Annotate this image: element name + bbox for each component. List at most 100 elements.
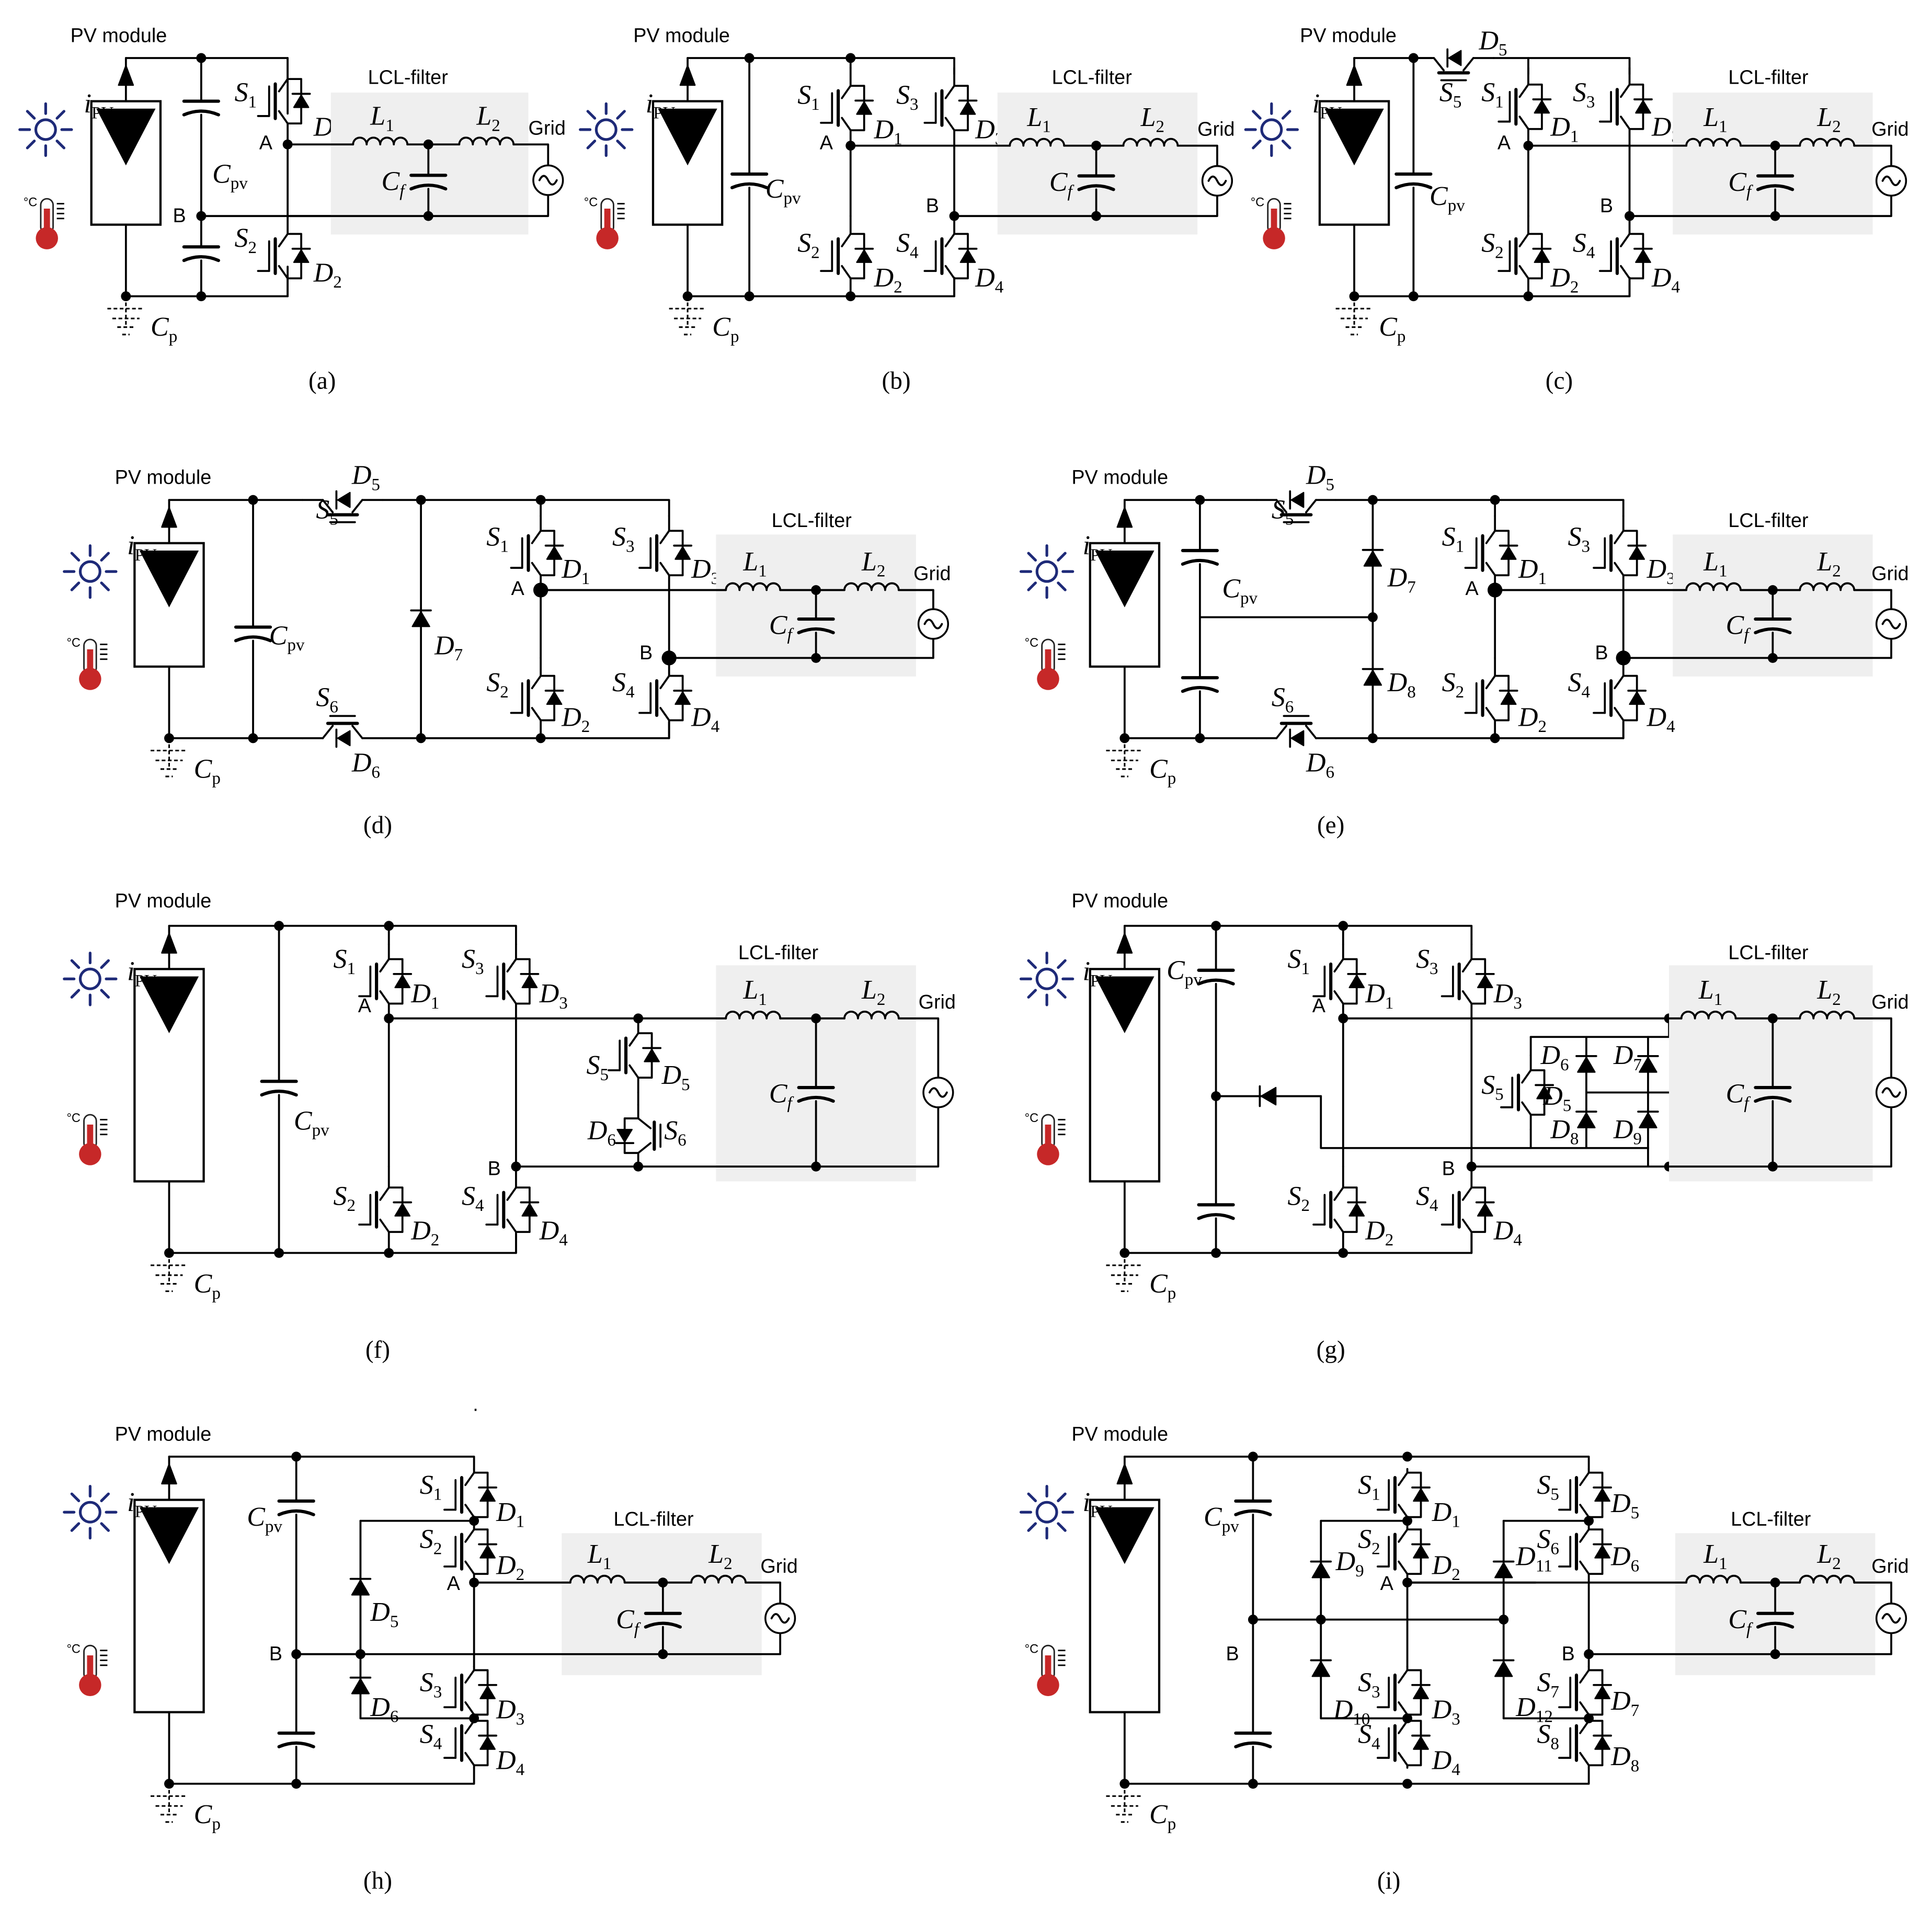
- junction: [1402, 1779, 1412, 1789]
- s1-label: S1: [1288, 944, 1310, 978]
- grid-source-icon: [922, 1077, 954, 1108]
- diode-d7: [1637, 1036, 1659, 1094]
- wire: [168, 1233, 517, 1254]
- node-a-label: A: [447, 1573, 461, 1595]
- wire: [512, 143, 550, 167]
- grid-source-icon: [1875, 1603, 1907, 1634]
- sun-icon: [1244, 102, 1299, 157]
- s4-label: S4: [612, 668, 634, 702]
- circuit-b: PV module°CiPVCpCpvABS1D1S3D3S2D2S4D4LCL…: [579, 25, 1235, 395]
- s3-label: S3: [462, 944, 484, 978]
- ground-icon: [107, 296, 145, 336]
- sun-icon: [579, 102, 634, 157]
- pv-current-label: iPV: [127, 957, 157, 991]
- pv-current-label: iPV: [127, 1487, 157, 1521]
- inductor-l2: [1122, 138, 1179, 147]
- s2-label: S2: [797, 228, 819, 262]
- diode-d7: [410, 499, 432, 739]
- switch-s3: [443, 1665, 498, 1720]
- s2-label: S2: [1358, 1525, 1380, 1559]
- lcl-filter-label: LCL-filter: [613, 1508, 693, 1530]
- capacitor-cpv: [234, 625, 272, 643]
- cp-label: Cp: [1149, 1800, 1176, 1834]
- s3-label: S3: [1568, 522, 1590, 556]
- d5-label: D5: [661, 1060, 690, 1094]
- wire: [1334, 499, 1625, 517]
- grid-label: Grid: [919, 991, 956, 1013]
- inductor-l1: [352, 136, 409, 146]
- current-arrow: [1116, 1463, 1133, 1485]
- switch-s4: [1376, 1717, 1431, 1769]
- wire: [382, 499, 670, 517]
- filter-capacitor-cf: [409, 174, 448, 191]
- s5-label: S5: [316, 495, 338, 529]
- pv-module-label: PV module: [1071, 1423, 1168, 1445]
- d5-label: D5: [1306, 461, 1334, 495]
- l2-label: L2: [861, 975, 885, 1009]
- d4-label: D4: [1432, 1745, 1460, 1779]
- d1-label: D1: [1518, 554, 1547, 588]
- lcl-filter-label: LCL-filter: [1728, 67, 1808, 89]
- d2-label: D2: [496, 1550, 524, 1584]
- d1-label: D1: [1365, 979, 1393, 1013]
- subfigure-caption: (c): [1546, 368, 1573, 395]
- current-arrow: [161, 1463, 177, 1485]
- s1-label: S1: [1481, 78, 1504, 112]
- current-arrow: [161, 932, 177, 954]
- l2-label: L2: [1816, 975, 1840, 1009]
- node-b-label: B: [488, 1158, 501, 1180]
- wire: [687, 277, 955, 297]
- switch-s5: [1558, 1468, 1612, 1522]
- diode-d6: [349, 1653, 372, 1720]
- s5-label: S5: [1537, 1470, 1559, 1504]
- switch-s2: [1376, 1519, 1431, 1584]
- switch-s4: [485, 1165, 540, 1254]
- pv-current-label: iPV: [1312, 89, 1342, 123]
- pv-module-icon: [651, 100, 724, 226]
- d7-label: D7: [434, 631, 463, 665]
- subfigure-caption: (g): [1317, 1336, 1345, 1364]
- node-b-label: B: [926, 195, 939, 217]
- s3-label: S3: [612, 522, 634, 556]
- switch-s1: [443, 1468, 498, 1522]
- capacitor-cpv-upper: [1234, 1499, 1272, 1517]
- current-arrow: [1346, 64, 1363, 86]
- d2-label: D2: [410, 1216, 439, 1250]
- s2-label: S2: [420, 1525, 442, 1559]
- d3-label: D3: [1647, 554, 1675, 588]
- switch-s5: [301, 490, 384, 523]
- pv-module-label: PV module: [115, 467, 212, 489]
- wire: [1853, 589, 1892, 611]
- d8-label: D8: [1550, 1115, 1579, 1149]
- switch-s1: [1376, 1468, 1431, 1522]
- d6-label: D6: [1540, 1040, 1569, 1074]
- inductor-l1: [569, 1574, 626, 1584]
- subfigure-caption: (b): [882, 368, 911, 395]
- diode-d12: [1492, 1618, 1515, 1720]
- ground-icon: [151, 1253, 188, 1292]
- s6-label: S6: [1537, 1525, 1559, 1559]
- cpv-label: Cpv: [1430, 181, 1465, 215]
- s4-label: S4: [462, 1181, 484, 1215]
- s2-label: S2: [235, 223, 257, 257]
- junction: [1316, 1615, 1326, 1625]
- cpv-label: Cpv: [212, 159, 248, 193]
- current-arrow: [1116, 932, 1133, 954]
- switch-s3: [638, 515, 693, 591]
- d5-label: D5: [1610, 1489, 1639, 1523]
- cpv-label: Cpv: [1167, 955, 1202, 989]
- pv-module-label: PV module: [115, 1423, 212, 1445]
- wire: [745, 1581, 782, 1605]
- current-arrow: [1116, 507, 1133, 528]
- cpv-label: Cpv: [1222, 574, 1257, 608]
- d1-label: D1: [410, 979, 439, 1013]
- cpv-label: Cpv: [269, 621, 305, 655]
- s1-label: S1: [333, 944, 356, 978]
- switch-s1: [257, 57, 311, 146]
- wire: [1853, 144, 1892, 167]
- d5-label: D5: [1478, 26, 1507, 60]
- stray-mark: .: [473, 1394, 478, 1416]
- lcl-filter-label: LCL-filter: [368, 67, 448, 89]
- temperature-unit: °C: [66, 1642, 81, 1656]
- lcl-filter-label: LCL-filter: [1728, 510, 1808, 532]
